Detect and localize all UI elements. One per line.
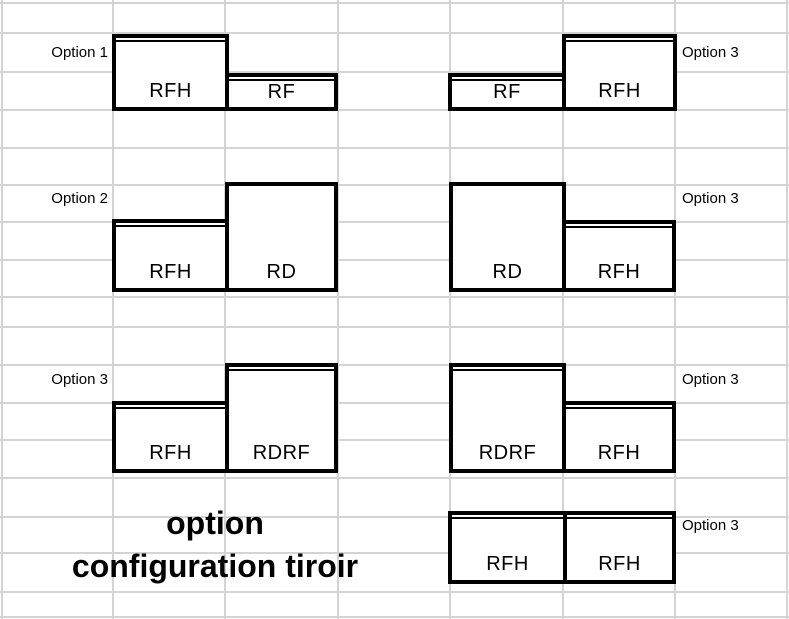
drawer-line [453,369,562,371]
cabinet-box-rfh: RFH [112,401,229,473]
option-label: Option 3 [682,517,739,534]
drawer-line [566,226,672,228]
gridline-horizontal [0,439,789,441]
gridline-vertical [674,0,676,619]
option-label: Option 1 [51,44,108,61]
gridline-horizontal [0,552,789,554]
cabinet-box-rd: RD [225,182,338,292]
gridline-vertical [337,0,339,619]
box-label: RFH [598,80,641,102]
drawer-line [116,225,225,227]
cabinet-box-rfh: RFH [563,511,676,584]
gridline-vertical [449,0,451,619]
caption: option configuration tiroir [30,502,400,588]
box-label: RFH [149,261,192,283]
cabinet-box-rfh: RFH [448,511,567,584]
drawer-line [116,40,225,42]
drawer-line [566,407,672,409]
gridline-horizontal [0,616,789,618]
caption-line-2: configuration tiroir [71,548,359,584]
box-label: RFH [597,261,641,283]
cabinet-box-rfh: RFH [562,401,676,473]
drawer-line [116,407,225,409]
gridline-vertical [1,0,3,619]
gridline-horizontal [0,516,789,518]
cabinet-box-rfh: RFH [562,34,677,111]
gridline-horizontal [0,147,789,149]
gridline-vertical [112,0,114,619]
box-label: RFH [598,553,641,575]
option-label: Option 3 [51,371,108,388]
cabinet-box-rdrf: RDRF [449,363,566,473]
gridline-vertical [562,0,564,619]
drawer-line [452,517,563,519]
gridline-horizontal [0,32,789,34]
box-label: RFH [149,442,192,464]
cabinet-box-rfh: RFH [112,219,229,292]
gridline-horizontal [0,184,789,186]
drawer-line [229,79,334,81]
cabinet-box-rf: RF [225,73,338,111]
option-label: Option 2 [51,190,108,207]
box-label: RDRF [478,442,537,464]
drawer-line [229,369,334,371]
cabinet-box-rdrf: RDRF [225,363,338,473]
gridline-horizontal [0,296,789,298]
gridline-horizontal [0,477,789,479]
box-label: RFH [597,442,641,464]
gridline-horizontal [0,402,789,404]
option-label: Option 3 [682,44,739,61]
box-label: RD [492,261,523,283]
drawer-line [452,79,562,81]
drawer-line [566,40,673,42]
option-label: Option 3 [682,190,739,207]
gridline-horizontal [0,259,789,261]
gridline-horizontal [0,221,789,223]
box-label: RFH [149,80,192,102]
drawer-line [567,517,672,519]
box-label: RDRF [252,442,311,464]
cabinet-box-rd: RD [449,182,566,292]
gridline-horizontal [0,109,789,111]
gridline-vertical [224,0,226,619]
gridline-vertical [786,0,788,619]
cabinet-box-rfh: RFH [112,34,229,111]
box-label: RD [266,261,297,283]
box-label: RF [267,81,296,103]
gridline-horizontal [0,326,789,328]
gridline-horizontal [0,591,789,593]
cabinet-box-rf: RF [448,73,566,111]
box-label: RF [493,81,521,103]
cabinet-box-rfh: RFH [562,220,676,292]
box-label: RFH [486,553,529,575]
gridline-horizontal [0,2,789,4]
caption-line-1: option [166,505,264,541]
gridline-horizontal [0,364,789,366]
gridline-horizontal [0,71,789,73]
option-label: Option 3 [682,371,739,388]
